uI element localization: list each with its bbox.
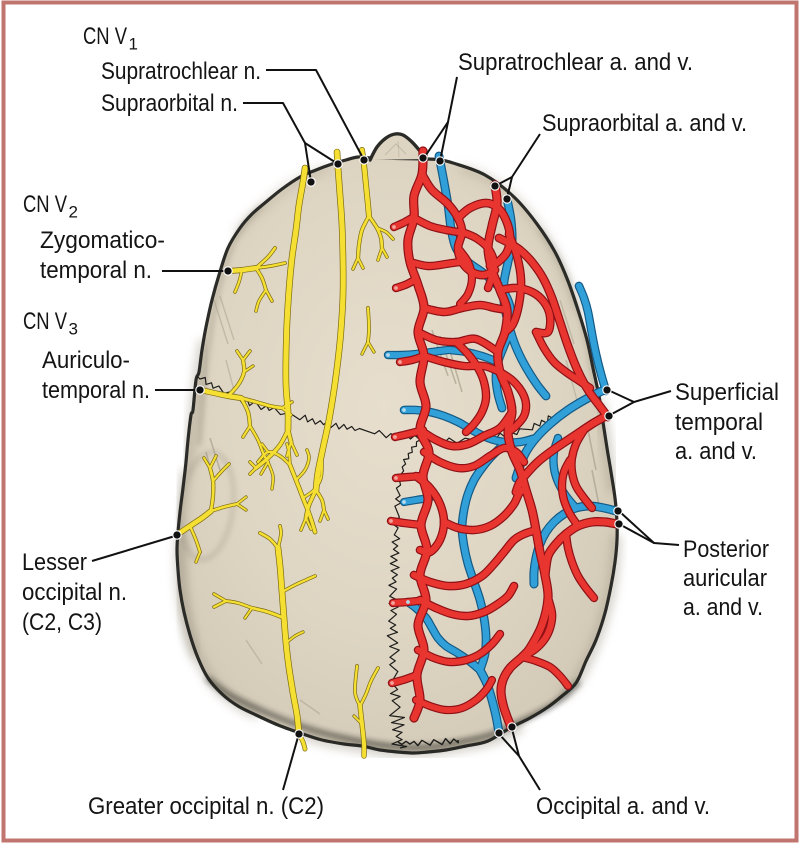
- svg-text:3: 3: [69, 320, 78, 339]
- svg-text:CN V: CN V: [23, 191, 67, 218]
- svg-text:a. and v.: a. and v.: [675, 438, 757, 465]
- svg-text:CN V: CN V: [83, 23, 127, 50]
- svg-text:Zygomatico-: Zygomatico-: [40, 227, 165, 254]
- svg-text:2: 2: [69, 203, 78, 222]
- svg-text:Occipital a. and v.: Occipital a. and v.: [536, 793, 710, 820]
- svg-text:a. and v.: a. and v.: [683, 594, 763, 621]
- svg-text:1: 1: [129, 35, 138, 54]
- svg-text:Lesser: Lesser: [22, 549, 87, 576]
- svg-text:(C2, C3): (C2, C3): [22, 609, 102, 636]
- svg-text:Greater occipital n. (C2): Greater occipital n. (C2): [88, 793, 324, 820]
- svg-text:Auriculo-: Auriculo-: [42, 347, 130, 374]
- svg-text:Supratrochlear a. and v.: Supratrochlear a. and v.: [458, 49, 693, 76]
- svg-text:Superficial: Superficial: [675, 379, 779, 406]
- svg-text:temporal n.: temporal n.: [40, 257, 152, 284]
- svg-text:temporal: temporal: [675, 409, 763, 436]
- svg-text:Supraorbital n.: Supraorbital n.: [101, 90, 238, 117]
- svg-text:temporal n.: temporal n.: [42, 377, 150, 404]
- svg-text:Supratrochlear n.: Supratrochlear n.: [101, 58, 261, 85]
- svg-text:Supraorbital a. and v.: Supraorbital a. and v.: [542, 110, 747, 137]
- svg-text:auricular: auricular: [683, 565, 767, 592]
- svg-text:occipital n.: occipital n.: [22, 579, 127, 606]
- svg-text:Posterior: Posterior: [683, 536, 769, 563]
- svg-text:CN V: CN V: [23, 308, 67, 335]
